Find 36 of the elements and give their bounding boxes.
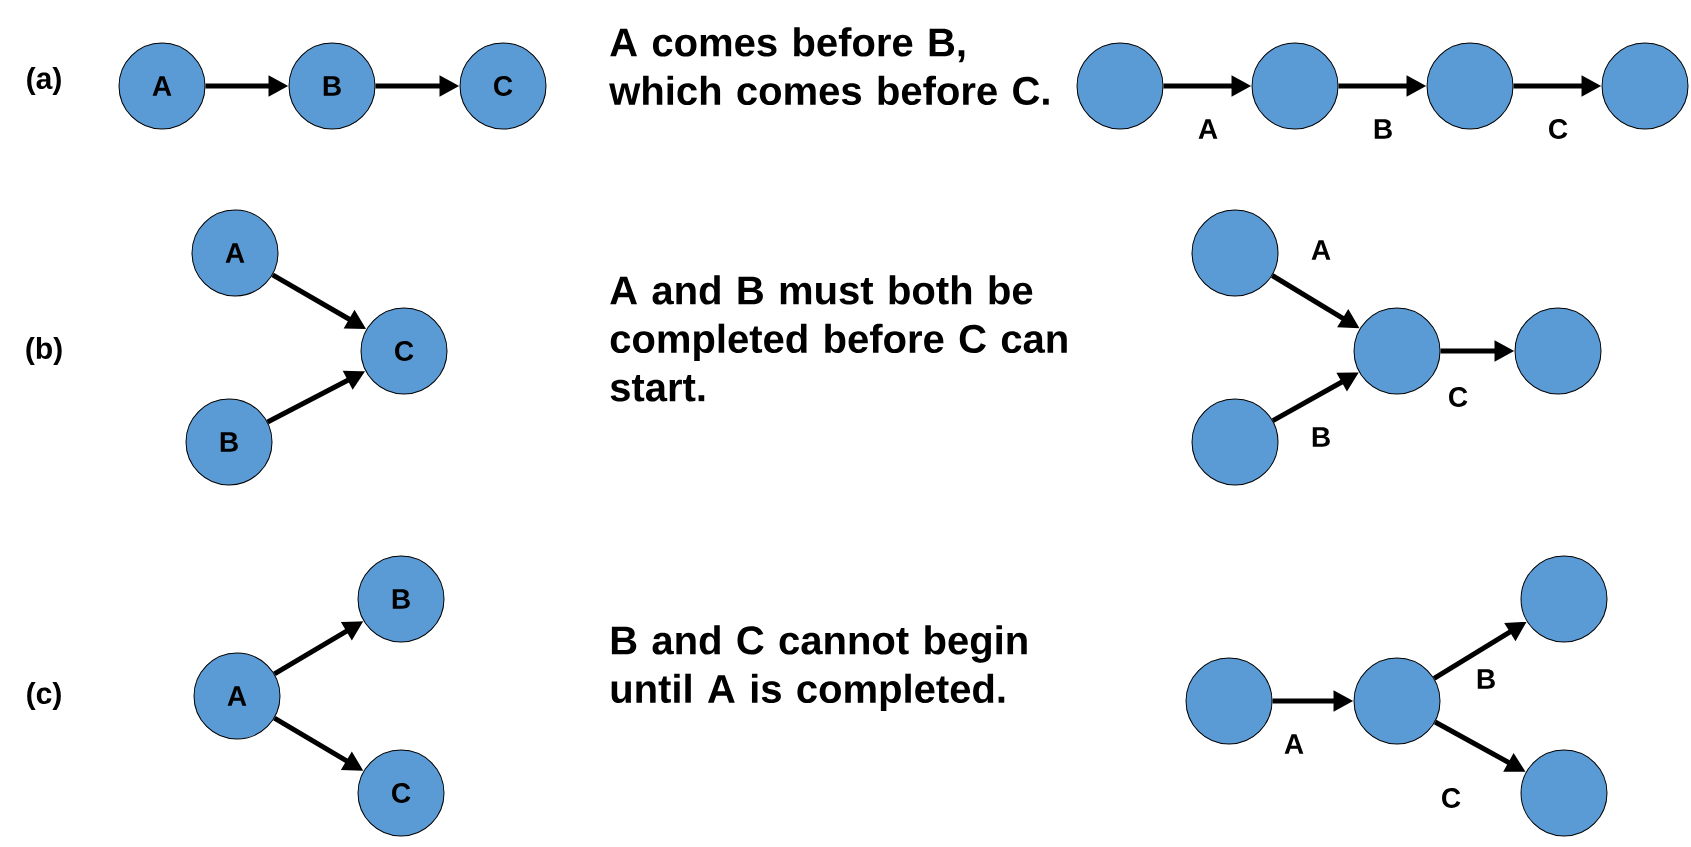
circle-node: C xyxy=(360,307,448,395)
edge-label: A xyxy=(1284,734,1304,754)
edge-label: B xyxy=(1477,669,1495,689)
empty-circle xyxy=(1520,749,1608,837)
empty-circle xyxy=(1514,307,1602,395)
edge-label: C xyxy=(1549,119,1568,139)
circle-node: B xyxy=(185,398,273,486)
description-text: A comes before B, which comes before C. xyxy=(609,27,1049,106)
edge-label: C xyxy=(1449,387,1468,407)
panel-label: (b) xyxy=(26,337,62,365)
circle-node: A xyxy=(193,652,281,740)
circle-node: B xyxy=(288,42,376,130)
circle-node: C xyxy=(459,42,547,130)
circle-node: C xyxy=(357,749,445,837)
empty-circle xyxy=(1185,657,1273,745)
empty-circle xyxy=(1191,209,1279,297)
panel-label: (a) xyxy=(27,67,61,95)
edge-label: B xyxy=(1374,119,1392,139)
empty-circle xyxy=(1353,657,1441,745)
panel-label: (c) xyxy=(27,682,61,710)
circle-node: A xyxy=(191,209,279,297)
edge-label: B xyxy=(1312,427,1330,447)
description-text: B and C cannot begin until A is completed. xyxy=(611,625,1027,711)
empty-circle xyxy=(1353,307,1441,395)
edge-label: A xyxy=(1311,240,1331,260)
edge-label: C xyxy=(1442,788,1461,808)
circle-node: B xyxy=(357,555,445,643)
empty-circle xyxy=(1191,398,1279,486)
description-text: A and B must both be completed before C can start. xyxy=(610,275,1067,402)
empty-circle xyxy=(1426,42,1514,130)
edge-label: A xyxy=(1198,119,1218,139)
empty-circle xyxy=(1076,42,1164,130)
empty-circle xyxy=(1520,555,1608,643)
empty-circle xyxy=(1601,42,1689,130)
circle-node: A xyxy=(118,42,206,130)
empty-circle xyxy=(1251,42,1339,130)
